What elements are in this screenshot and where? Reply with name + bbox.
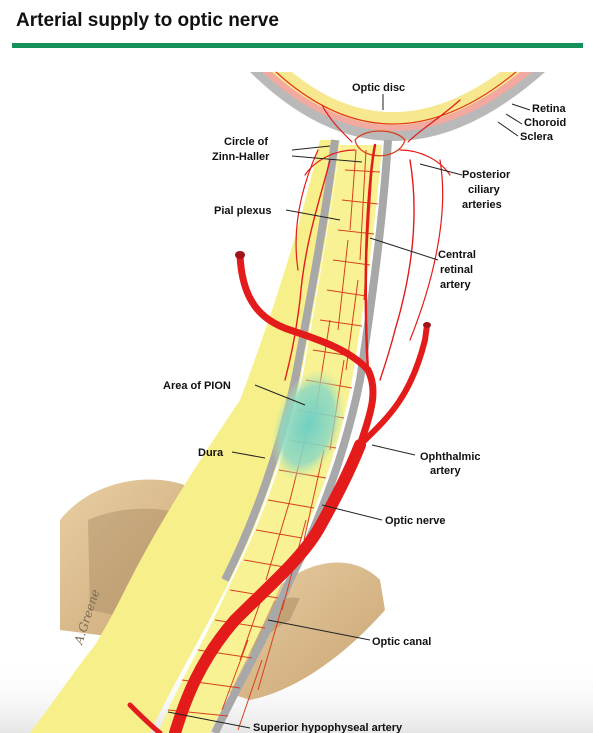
label-choroid: Choroid xyxy=(524,117,566,129)
label-optic-nerve: Optic nerve xyxy=(385,515,446,527)
label-circle-of-zinn-haller: Circle of xyxy=(224,136,268,148)
label-posterior-ciliary-arteries-3: arteries xyxy=(462,199,502,211)
label-retina: Retina xyxy=(532,103,567,115)
label-circle-of-zinn-haller-2: Zinn-Haller xyxy=(212,151,270,163)
label-ophthalmic-artery-2: artery xyxy=(430,465,461,477)
label-central-retinal-artery: Central xyxy=(438,249,476,261)
label-optic-disc: Optic disc xyxy=(352,82,405,94)
label-posterior-ciliary-arteries: Posterior xyxy=(462,169,511,181)
label-sclera: Sclera xyxy=(520,131,554,143)
label-central-retinal-artery-2: retinal xyxy=(440,264,473,276)
label-posterior-ciliary-arteries-2: ciliary xyxy=(468,184,501,196)
label-central-retinal-artery-3: artery xyxy=(440,279,471,291)
label-area-of-pion: Area of PION xyxy=(163,380,231,392)
label-superior-hypophyseal-artery: Superior hypophyseal artery xyxy=(253,722,403,733)
artery-cut-end-left xyxy=(235,251,245,259)
label-ophthalmic-artery: Ophthalmic xyxy=(420,451,481,463)
label-pial-plexus: Pial plexus xyxy=(214,205,271,217)
label-optic-canal: Optic canal xyxy=(372,636,431,648)
artery-cut-end-right xyxy=(423,322,431,328)
label-dura: Dura xyxy=(198,447,224,459)
